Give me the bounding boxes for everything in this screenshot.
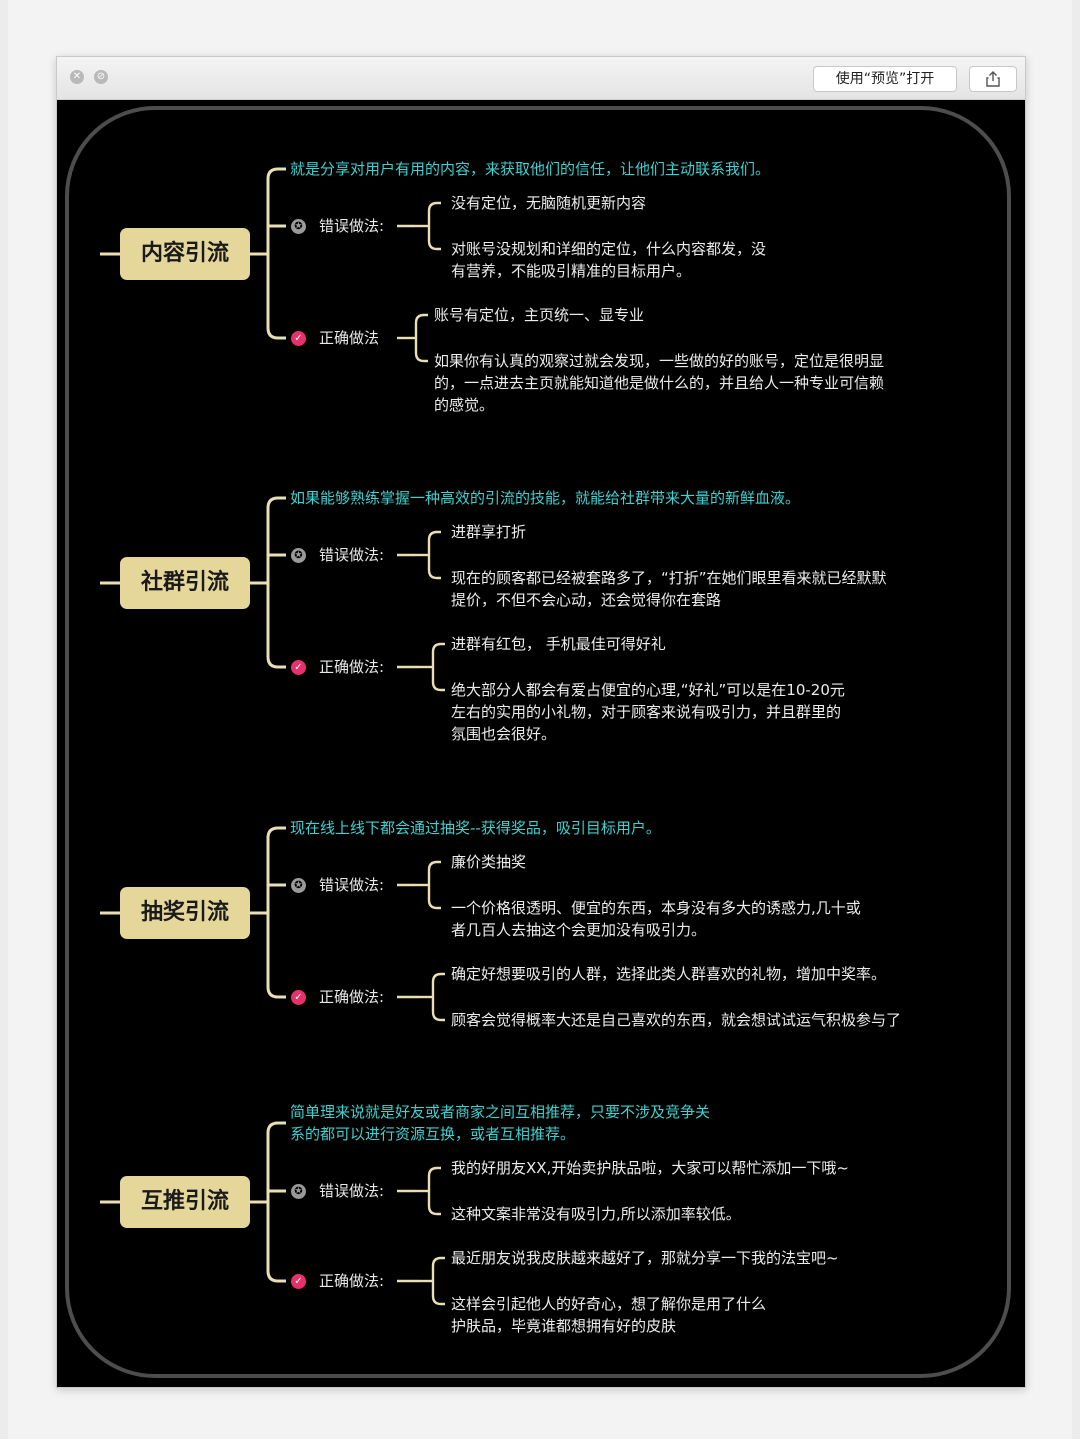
wrong-practice-label: 错误做法: [319, 546, 385, 564]
wrong-item-text: 廉价类抽奖 [451, 853, 527, 871]
title-bar: ✕ ⊘ 使用“预览”打开 [57, 57, 1025, 100]
branch-node-1[interactable]: 内容引流 [120, 228, 250, 280]
wrong-item-text: 没有定位，无脑随机更新内容 [451, 194, 647, 212]
branch-intro-text: 系的都可以进行资源互换，或者互相推荐。 [290, 1125, 576, 1143]
connector-path [414, 313, 428, 363]
wrong-item-text: 提价，不但不会心动，还会觉得你在套路 [451, 591, 722, 609]
right-practice-icon: ✓ [291, 660, 306, 675]
right-item-text: 这样会引起他人的好奇心，想了解你是用了什么 [451, 1295, 767, 1313]
connector-path [431, 1256, 445, 1306]
branch-intro-text: 如果能够熟练掌握一种高效的引流的技能，就能给社群带来大量的新鲜血液。 [290, 489, 801, 507]
right-item-text: 最近朋友说我皮肤越来越好了，那就分享一下我的法宝吧~ [451, 1249, 839, 1267]
connector-path [427, 1166, 441, 1216]
wrong-practice-label: 错误做法: [319, 217, 385, 235]
wrong-practice-label: 错误做法: [319, 1182, 385, 1200]
right-practice-icon: ✓ [291, 1274, 306, 1289]
branch-node-2[interactable]: 社群引流 [120, 557, 250, 609]
wrong-item-text: 者几百人去抽这个会更加没有吸引力。 [451, 921, 707, 939]
right-practice-icon: ✓ [291, 990, 306, 1005]
wrong-item-text: 对账号没规划和详细的定位，什么内容都发，没 [451, 240, 767, 258]
connector-path [427, 201, 441, 251]
right-item-text: 护肤品，毕竟谁都想拥有好的皮肤 [451, 1317, 677, 1335]
right-item-text: 进群有红包， 手机最佳可得好礼 [451, 635, 666, 653]
right-item-text: 顾客会觉得概率大还是自己喜欢的东西，就会想试试运气积极参与了 [451, 1011, 902, 1029]
right-practice-label: 正确做法: [319, 1272, 385, 1290]
right-practice-label: 正确做法 [319, 329, 380, 347]
right-item-text: 确定好想要吸引的人群，选择此类人群喜欢的礼物，增加中奖率。 [451, 965, 887, 983]
connector-path [266, 1121, 286, 1283]
wrong-practice-icon: ✪ [291, 219, 306, 234]
connector-path [427, 860, 441, 910]
wrong-practice-icon: ✪ [291, 1184, 306, 1199]
wrong-item-text: 这种文案非常没有吸引力,所以添加率较低。 [451, 1205, 741, 1223]
right-practice-label: 正确做法: [319, 988, 385, 1006]
right-item-text: 的感觉。 [434, 396, 495, 414]
right-item-text: 左右的实用的小礼物，对于顾客来说有吸引力，并且群里的 [451, 703, 842, 721]
wrong-item-text: 一个价格很透明、便宜的东西，本身没有多大的诱惑力,几十或 [451, 899, 861, 917]
wrong-item-text: 有营养，不能吸引精准的目标用户。 [451, 262, 692, 280]
mindmap-frame [65, 106, 1011, 1378]
branch-node-4[interactable]: 互推引流 [120, 1176, 250, 1228]
connector-path [266, 167, 286, 340]
right-item-text: 绝大部分人都会有爱占便宜的心理,“好礼”可以是在10-20元 [451, 681, 845, 699]
connector-path [266, 826, 286, 999]
connector-path [431, 972, 445, 1022]
share-button[interactable] [969, 66, 1017, 92]
right-item-text: 账号有定位，主页统一、显专业 [434, 306, 645, 324]
right-practice-label: 正确做法: [319, 658, 385, 676]
right-practice-icon: ✓ [291, 331, 306, 346]
preview-window: ✕ ⊘ 使用“预览”打开 就是分享对用户有用的内容，来获取他们的信任，让他们主动… [56, 56, 1026, 1388]
wrong-practice-icon: ✪ [291, 878, 306, 893]
share-icon [986, 71, 1000, 87]
branch-node-3[interactable]: 抽奖引流 [120, 887, 250, 939]
mindmap-canvas: 就是分享对用户有用的内容，来获取他们的信任，让他们主动联系我们。没有定位，无脑随… [57, 100, 1025, 1387]
wrong-practice-icon: ✪ [291, 548, 306, 563]
connector-path [427, 530, 441, 580]
branch-intro-text: 现在线上线下都会通过抽奖--获得奖品，吸引目标用户。 [290, 819, 661, 837]
minimize-icon[interactable]: ⊘ [94, 70, 108, 84]
wrong-item-text: 进群享打折 [451, 523, 527, 541]
connector-path [266, 496, 286, 669]
right-item-text: 氛围也会很好。 [451, 725, 557, 743]
open-with-preview-button[interactable]: 使用“预览”打开 [813, 66, 957, 92]
branch-intro-text: 简单理来说就是好友或者商家之间互相推荐，只要不涉及竞争关 [290, 1103, 711, 1121]
branch-intro-text: 就是分享对用户有用的内容，来获取他们的信任，让他们主动联系我们。 [290, 160, 771, 178]
connector-lines [100, 167, 445, 1306]
close-icon[interactable]: ✕ [70, 70, 84, 84]
right-item-text: 的，一点进去主页就能知道他是做什么的，并且给人一种专业可信赖 [434, 374, 885, 392]
wrong-item-text: 我的好朋友XX,开始卖护肤品啦，大家可以帮忙添加一下哦~ [451, 1159, 849, 1177]
wrong-item-text: 现在的顾客都已经被套路多了，“打折”在她们眼里看来就已经默默 [451, 569, 887, 587]
right-item-text: 如果你有认真的观察过就会发现，一些做的好的账号，定位是很明显 [434, 352, 885, 370]
wrong-practice-label: 错误做法: [319, 876, 385, 894]
connector-path [431, 642, 445, 692]
